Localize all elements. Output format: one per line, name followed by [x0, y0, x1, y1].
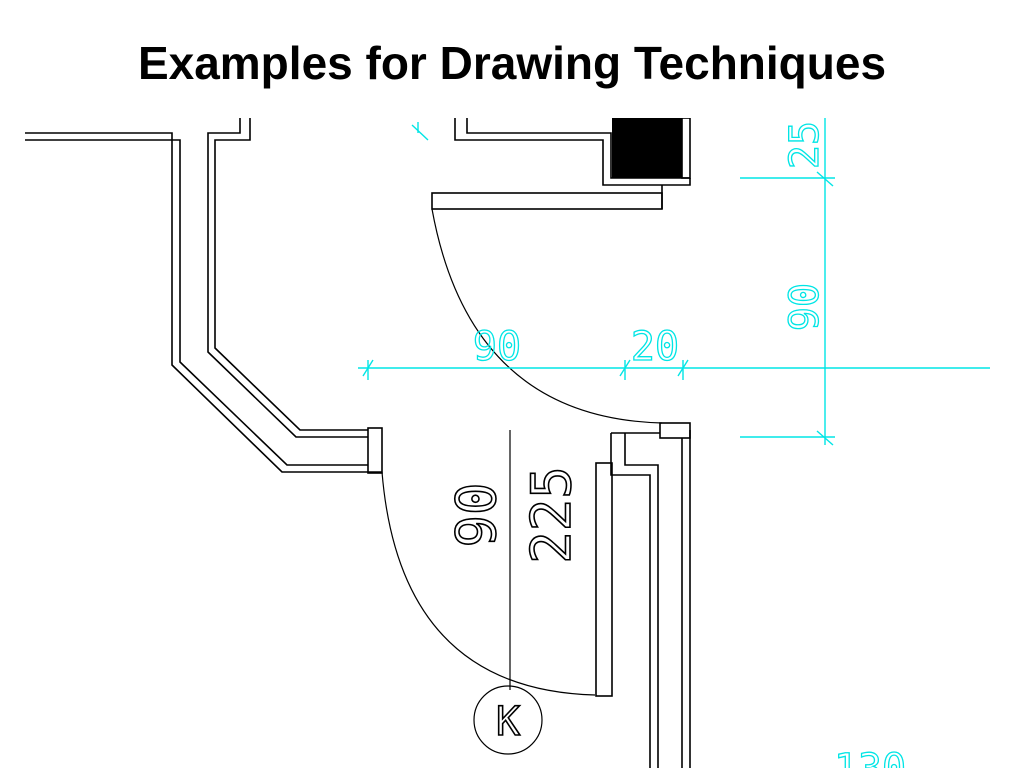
dim-tick-2-slash	[619, 359, 631, 377]
vdim-tick-1	[816, 171, 834, 187]
slide-title: Examples for Drawing Techniques	[137, 37, 887, 89]
door-symbol-circle	[473, 685, 543, 755]
left-door-swing-arc	[381, 471, 596, 696]
right-wall-outer	[610, 433, 651, 768]
upper-wall-outer	[454, 118, 691, 186]
left-wall-inner	[207, 118, 368, 438]
dim-label-25: 25	[782, 121, 828, 169]
left-door-leaf	[595, 462, 613, 697]
door-height-label: 225	[520, 466, 583, 564]
dim-label-90-horizontal: 90	[473, 324, 521, 370]
dim-tick-1-slash	[362, 359, 374, 377]
upper-small-tick-slash	[411, 124, 429, 141]
door-symbol-letter: K	[496, 699, 520, 745]
right-door-jamb	[659, 422, 691, 439]
left-wall-inner-2	[214, 118, 368, 431]
left-wall-outer	[25, 132, 382, 473]
dim-label-20: 20	[631, 324, 679, 370]
dim-tick-3-slash	[677, 359, 689, 377]
right-wall-middle	[624, 433, 659, 768]
left-door-jamb	[367, 427, 383, 474]
upper-door-swing-arc	[431, 208, 663, 424]
dim-label-90-vertical: 90	[782, 283, 828, 331]
vdim-tick-2	[816, 430, 834, 446]
dim-label-130: 130	[834, 746, 906, 768]
floor-plan-drawing: K 90 225 90 20 25 90 130	[25, 118, 990, 768]
upper-column-edge	[681, 118, 691, 179]
door-width-label: 90	[445, 482, 508, 547]
upper-door-leaf	[431, 192, 663, 210]
upper-column	[612, 118, 682, 178]
left-wall-middle	[25, 139, 368, 466]
